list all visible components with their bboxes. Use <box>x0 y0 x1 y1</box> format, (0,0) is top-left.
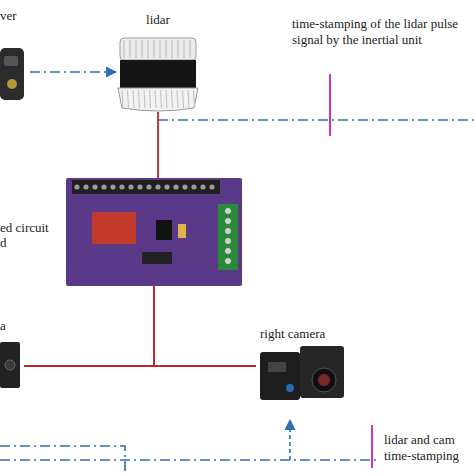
lidar-rib <box>136 40 137 58</box>
lidar-base <box>118 88 198 111</box>
terminal-screw <box>209 184 214 189</box>
camera-port <box>268 362 286 372</box>
lidar-fin <box>194 90 195 108</box>
sync-line <box>0 459 380 461</box>
device-label: lidar <box>112 12 204 27</box>
device-label: a <box>0 318 20 333</box>
terminal-screw <box>110 184 115 189</box>
power-wire <box>154 285 256 366</box>
camera-body <box>0 342 20 388</box>
terminal-screw <box>164 184 169 189</box>
trigger-arrow <box>289 420 291 460</box>
terminal-screw <box>119 184 124 189</box>
lidar-fin <box>133 90 134 108</box>
terminal-screw <box>92 184 97 189</box>
lidar-fin <box>139 90 140 108</box>
lidar-cap <box>120 38 196 60</box>
terminal-block <box>72 180 220 194</box>
power-wire <box>24 285 154 366</box>
lidar-rib <box>184 40 185 58</box>
lidar-rib <box>154 40 155 58</box>
lidar-rib <box>166 40 167 58</box>
lidar-fin <box>166 90 167 108</box>
power-module <box>92 212 136 244</box>
camera-lens <box>5 360 15 370</box>
device-node: a <box>0 318 24 394</box>
lens-glass <box>318 374 330 386</box>
terminal-screw <box>137 184 142 189</box>
lidar-fin <box>177 90 178 108</box>
terminal-screw <box>83 184 88 189</box>
terminal-screw <box>128 184 133 189</box>
connector-header <box>142 252 172 264</box>
lidar-fin <box>161 90 162 108</box>
lidar-rib <box>172 40 173 58</box>
device-node: ver <box>0 0 30 110</box>
terminal-screw <box>101 184 106 189</box>
terminal-screw <box>225 258 231 264</box>
lidar-fin <box>128 90 129 108</box>
terminal-screw <box>173 184 178 189</box>
terminal-screw <box>182 184 187 189</box>
ic-chip <box>156 220 172 240</box>
pulse-signal-line <box>158 119 474 121</box>
terminal-screw <box>225 228 231 234</box>
camera-lens <box>312 368 336 392</box>
leader-line <box>371 425 373 468</box>
lidar-rib <box>160 40 161 58</box>
lidar-fin <box>183 90 184 108</box>
pcb-board <box>66 178 242 286</box>
lidar-rib <box>190 40 191 58</box>
lidar-fin <box>150 90 151 108</box>
lidar-rib <box>130 40 131 58</box>
device-node: ed circuit d <box>66 176 242 288</box>
terminal-block <box>218 204 238 270</box>
terminal-screw <box>225 248 231 254</box>
lidar-fin <box>155 90 156 108</box>
camera-body <box>300 346 344 398</box>
receiver-body <box>0 48 24 100</box>
lidar-fin <box>188 90 189 108</box>
lidar-fin <box>144 90 145 108</box>
terminal-screw <box>225 238 231 244</box>
lidar-rib <box>178 40 179 58</box>
leader-line <box>329 74 331 136</box>
terminal-screw <box>225 218 231 224</box>
callout-note: lidar and cam time-stamping <box>384 432 472 464</box>
terminal-screw <box>191 184 196 189</box>
power-wire <box>157 112 159 178</box>
terminal-screw <box>200 184 205 189</box>
device-label: right camera <box>260 326 360 341</box>
device-label: ed circuit d <box>0 220 56 250</box>
device-node: right camera <box>256 326 348 418</box>
capacitor <box>178 224 186 238</box>
receiver-connector <box>7 79 17 89</box>
lidar-rib <box>142 40 143 58</box>
terminal-screw <box>225 208 231 214</box>
lidar-window <box>120 60 196 88</box>
lidar-fin <box>122 90 123 108</box>
device-illustration <box>66 176 242 288</box>
callout-note: time-stamping of the lidar pulse signal … <box>292 16 460 48</box>
device-label: ver <box>0 8 40 23</box>
camera-body <box>260 352 300 400</box>
signal-arrow <box>30 71 116 73</box>
lidar-fin <box>172 90 173 108</box>
terminal-screw <box>146 184 151 189</box>
terminal-screw <box>74 184 79 189</box>
status-led <box>286 384 294 392</box>
lidar-rib <box>148 40 149 58</box>
lidar-rib <box>124 40 125 58</box>
device-node: lidar <box>112 10 204 112</box>
receiver-panel <box>4 56 18 66</box>
terminal-screw <box>155 184 160 189</box>
